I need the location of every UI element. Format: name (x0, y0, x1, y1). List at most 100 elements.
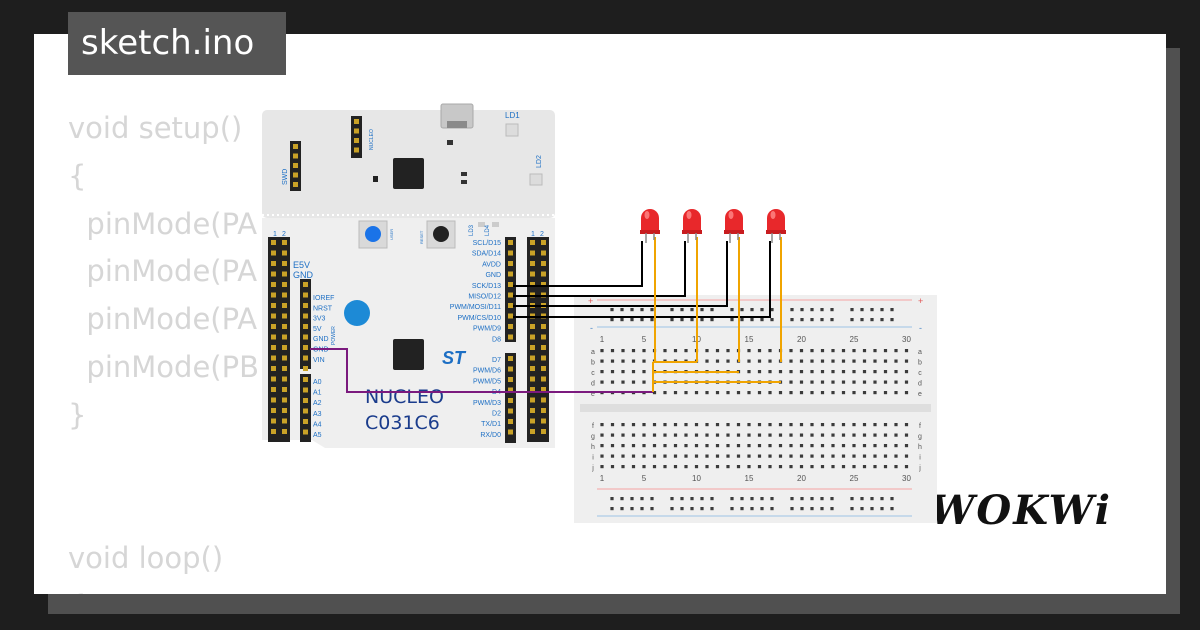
breadboard-hole (799, 465, 804, 469)
column-number: 5 (642, 474, 647, 483)
logo-text: WOKWi (929, 487, 1112, 534)
breadboard-hole (810, 349, 814, 353)
analog-pin-label: A2 (313, 400, 322, 407)
row-letter: f (919, 423, 921, 430)
breadboard-hole (610, 359, 615, 363)
rail-hole (670, 308, 674, 312)
breadboard-hole (778, 444, 783, 448)
rail-hole (800, 318, 804, 322)
breadboard-hole (883, 423, 888, 427)
breadboard-hole (778, 370, 783, 374)
rail-hole (770, 497, 774, 501)
nucleo-board[interactable]: ST 1 2 1 2 E5V GND LD1 LD2 LD3 LD4 SWD N… (262, 103, 555, 448)
header-pin (282, 271, 287, 277)
header-pin (530, 429, 535, 434)
code-line: } (68, 397, 87, 432)
row-letter: f (592, 423, 594, 430)
breadboard-hole (799, 349, 804, 353)
header-pin (271, 261, 276, 266)
red-led[interactable] (766, 209, 786, 243)
breadboard-hole (642, 465, 646, 469)
breadboard-hole (673, 433, 678, 437)
header-pin (530, 408, 535, 413)
breadboard-hole (820, 433, 825, 437)
breadboard-hole (757, 454, 762, 458)
rail-hole (750, 318, 754, 322)
column-number: 30 (902, 474, 911, 483)
header-pin (303, 334, 308, 340)
breadboard-hole (789, 380, 793, 384)
header-pin (303, 408, 308, 414)
rail-hole (690, 507, 694, 511)
header-pin (293, 182, 298, 187)
row-letter: a (591, 349, 595, 356)
leds (640, 209, 786, 243)
rail-hole (640, 497, 644, 501)
rail-hole (850, 308, 854, 312)
breadboard-hole (600, 380, 604, 384)
breadboard-hole (894, 423, 898, 427)
header-pin (354, 147, 359, 153)
breadboard-hole (757, 391, 762, 395)
breadboard-hole (726, 349, 730, 353)
breadboard-hole (610, 444, 615, 448)
led-legs (645, 233, 655, 243)
code-line: pinMode(PA (68, 206, 258, 241)
rail-hole (710, 318, 714, 322)
row-letter: g (918, 434, 922, 441)
code-line: { (68, 158, 87, 193)
digital-pin-label: RX/D0 (480, 432, 501, 439)
gnd-wire (310, 348, 653, 393)
rail-hole (800, 497, 804, 501)
red-led[interactable] (640, 209, 660, 243)
breadboard-hole (652, 423, 657, 427)
breadboard-hole (810, 380, 814, 384)
breadboard-hole (810, 370, 814, 374)
rail-hole (880, 497, 884, 501)
header-pin (282, 313, 287, 319)
breadboard-hole (810, 454, 814, 458)
breadboard-hole (810, 433, 814, 437)
header-pin (530, 240, 535, 245)
header-pin (271, 366, 276, 371)
breadboard-hole (621, 349, 625, 353)
breadboard-hole (852, 465, 856, 469)
breadboard-hole (778, 454, 783, 458)
breadboard-hole (631, 359, 636, 363)
header-pin (282, 397, 287, 403)
breadboard-hole (831, 444, 835, 448)
breadboard-hole (715, 349, 720, 353)
red-led[interactable] (724, 209, 744, 243)
led-highlight (728, 211, 734, 219)
header-pin (508, 313, 513, 319)
header-pin (541, 345, 546, 350)
header-pin (282, 366, 287, 371)
file-tab[interactable]: sketch.ino (68, 12, 286, 75)
breadboard-hole (621, 359, 625, 363)
breadboard-hole (789, 349, 793, 353)
breadboard-hole (904, 454, 909, 458)
breadboard-hole (820, 454, 825, 458)
header-pin (303, 282, 308, 287)
header-pin (271, 250, 276, 256)
breadboard-hole (799, 444, 804, 448)
header-pin (530, 334, 535, 340)
rail-hole (860, 507, 864, 511)
breadboard-hole (862, 380, 867, 384)
breadboard-hole (873, 359, 877, 363)
label-nucleo-small: NUCLEO (369, 129, 375, 150)
breadboard-hole (621, 423, 625, 427)
header-pin (303, 303, 308, 308)
rail-hole (790, 497, 794, 501)
breadboard-hole (789, 370, 793, 374)
header-pin (508, 324, 513, 329)
red-led[interactable] (682, 209, 702, 243)
breadboard-hole (799, 454, 804, 458)
breadboard-hole (610, 465, 615, 469)
led-rim (724, 230, 744, 234)
header-pin (271, 397, 276, 403)
rail-hole (760, 497, 764, 501)
header-pin (530, 261, 535, 266)
breadboard-hole (621, 465, 625, 469)
